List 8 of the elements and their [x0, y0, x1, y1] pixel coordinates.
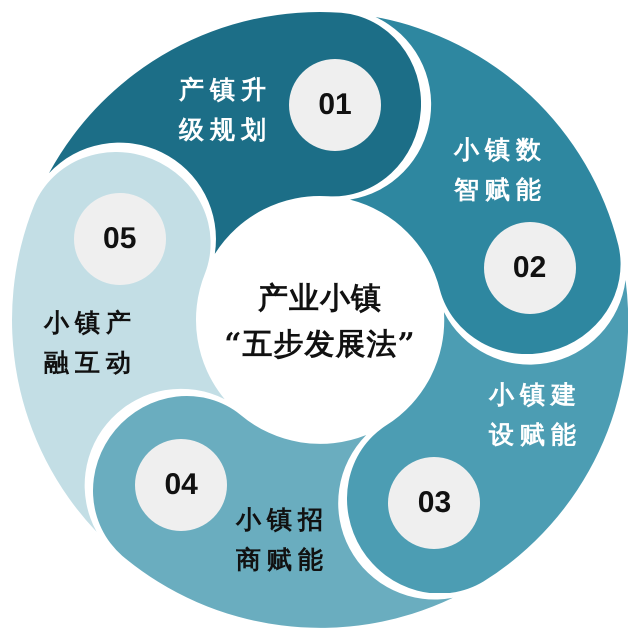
- step-label: 小镇建设赋能: [488, 378, 582, 451]
- swirl-segment: [12, 152, 225, 532]
- step-label: 产镇升级规划: [178, 74, 272, 146]
- step-label: 小镇产融互动: [44, 306, 137, 379]
- swirl-segment: [92, 396, 453, 628]
- step-label: 小镇数智赋能: [454, 134, 547, 206]
- diagram-title: 产业小镇“五步发展法”: [224, 280, 416, 364]
- step-label: 小镇招商赋能: [236, 504, 329, 576]
